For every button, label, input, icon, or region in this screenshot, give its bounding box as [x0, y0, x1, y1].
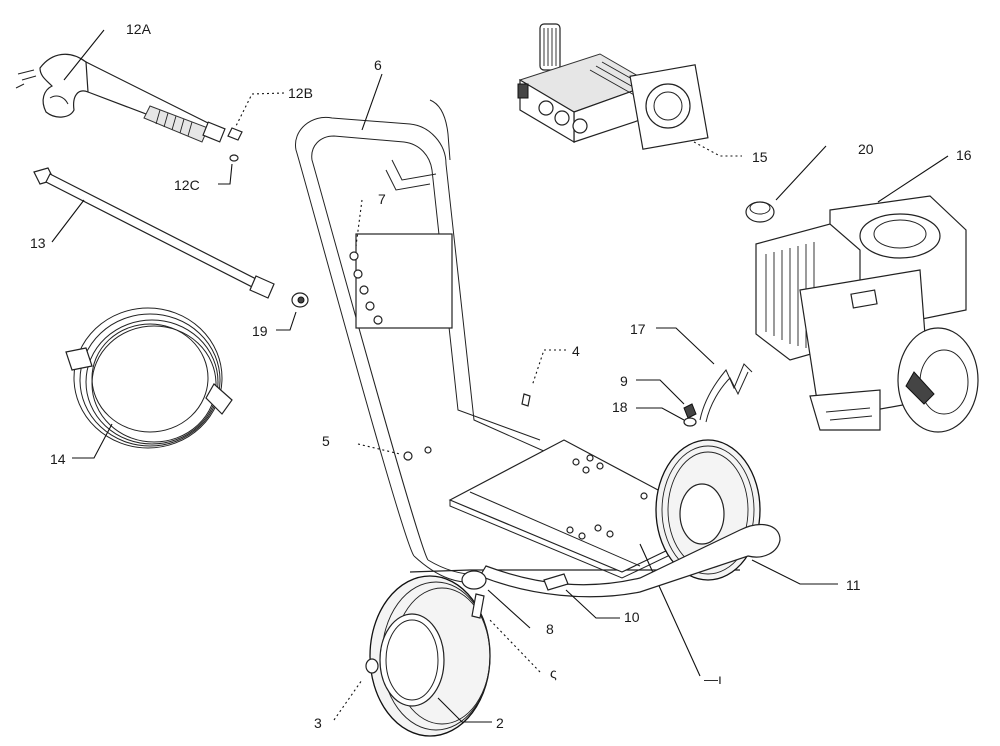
label-20: 20 — [858, 141, 874, 157]
label-12b: 12B — [288, 85, 313, 101]
spray-gun-part — [15, 53, 226, 143]
leader-12b — [235, 92, 285, 127]
leader-2 — [437, 697, 492, 723]
label-hubcap-glyph: ς — [550, 665, 557, 681]
pump-part — [517, 23, 709, 150]
leader-17 — [656, 327, 715, 365]
oil-cap-part — [745, 201, 775, 223]
leader-20 — [775, 145, 827, 201]
leader-5 — [357, 443, 401, 455]
bolt-5-part — [403, 446, 432, 461]
label-13: 13 — [30, 235, 46, 251]
leader-8 — [487, 589, 531, 629]
leader-13 — [51, 199, 85, 243]
leader-6 — [361, 73, 383, 131]
label-12a: 12A — [126, 21, 152, 37]
label-1: —ı — [704, 671, 722, 687]
washer-18-part — [683, 417, 697, 427]
leader-16 — [877, 155, 949, 203]
nozzle-tip-part — [227, 127, 243, 141]
coupler-part — [291, 292, 309, 308]
axle-part — [543, 573, 569, 591]
label-5: 5 — [322, 433, 330, 449]
label-12c: 12C — [174, 177, 200, 193]
hose-coil-part — [65, 307, 233, 449]
leader-15 — [693, 141, 742, 157]
leader-18 — [636, 407, 685, 421]
leader-3 — [333, 679, 363, 721]
engine-part — [755, 195, 979, 433]
label-17: 17 — [630, 321, 646, 337]
leader-4 — [531, 349, 566, 387]
label-14: 14 — [50, 451, 66, 467]
cap-3-part — [365, 658, 379, 674]
o-ring-part — [229, 154, 239, 162]
label-6: 6 — [374, 57, 382, 73]
leader-9 — [636, 379, 685, 405]
spacer-8-part — [461, 570, 487, 619]
leader-19 — [276, 311, 297, 331]
leader-11 — [751, 559, 838, 585]
bolt-4-part — [521, 393, 531, 407]
label-19: 19 — [252, 323, 268, 339]
leader-10 — [565, 589, 620, 619]
axle-frame-part — [479, 523, 781, 598]
leader-1 — [639, 543, 701, 677]
label-8: 8 — [546, 621, 554, 637]
label-10: 10 — [624, 609, 640, 625]
label-9: 9 — [620, 373, 628, 389]
label-2: 2 — [496, 715, 504, 731]
label-4: 4 — [572, 343, 580, 359]
label-16: 16 — [956, 147, 972, 163]
label-3: 3 — [314, 715, 322, 731]
leader-14 — [72, 423, 113, 459]
screw-9-part — [683, 403, 697, 419]
leader-12a — [63, 29, 105, 81]
label-15-text: 15 — [752, 149, 768, 165]
label-7: 7 — [378, 191, 386, 207]
label-11: 11 — [846, 577, 861, 593]
front-wheel-part — [369, 575, 491, 737]
label-18: 18 — [612, 399, 628, 415]
lance-part — [33, 167, 275, 299]
leader-12c — [218, 163, 233, 185]
leader-hubcap — [487, 617, 541, 673]
bracket-part — [699, 363, 753, 423]
